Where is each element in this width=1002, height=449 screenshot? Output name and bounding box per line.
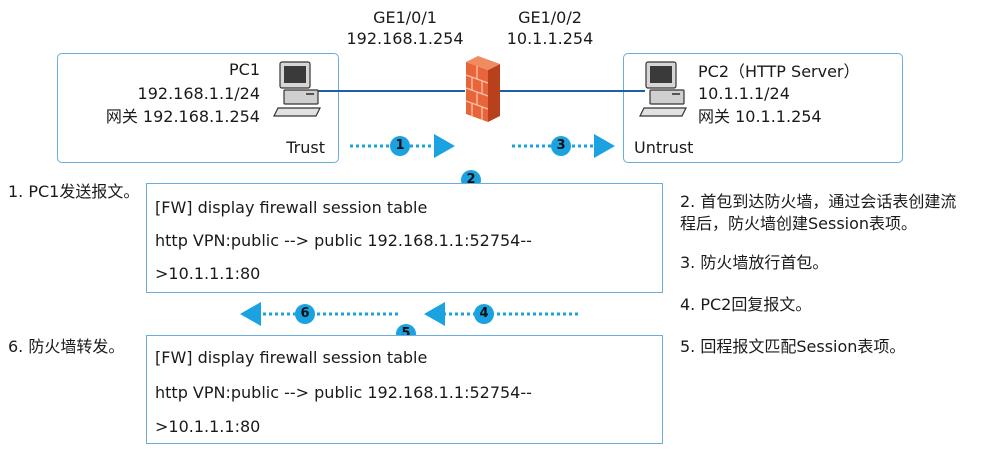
interface-ge1-0-2-ip: 10.1.1.254 <box>506 29 594 48</box>
pc1-gateway: 网关 192.168.1.254 <box>105 107 260 126</box>
step-1-text: 1. PC1发送报文。 <box>8 182 140 201</box>
interface-ge1-0-1-name: GE1/0/1 <box>373 8 437 27</box>
step-2-text-line2: 程后，防火墙创建Session表项。 <box>680 214 918 233</box>
step-badge-6: 6 <box>295 304 315 324</box>
step-badge-1: 1 <box>390 136 410 156</box>
computer-icon-pc1 <box>273 61 321 117</box>
pc1-name: PC1 <box>229 60 260 79</box>
pc2-ip: 10.1.1.1/24 <box>698 84 790 103</box>
step-5-text: 5. 回程报文匹配Session表项。 <box>680 337 906 356</box>
step-2-text-line1: 2. 首包到达防火墙，通过会话表创建流 <box>680 192 957 211</box>
session-box-2-entry-cont: >10.1.1.1:80 <box>155 417 261 436</box>
session-table-box-1: [FW] display firewall session table http… <box>146 183 663 293</box>
step-6-text: 6. 防火墙转发。 <box>8 337 125 356</box>
trust-zone-label: Trust <box>286 138 325 157</box>
pc2-gateway: 网关 10.1.1.254 <box>698 107 822 126</box>
session-box-1-command: [FW] display firewall session table <box>155 198 428 217</box>
step-3-text: 3. 防火墙放行首包。 <box>680 253 829 272</box>
session-box-1-entry: http VPN:public --> public 192.168.1.1:5… <box>155 231 532 250</box>
pc1-ip: 192.168.1.1/24 <box>137 84 260 103</box>
step-badge-4: 4 <box>474 304 494 324</box>
untrust-zone-label: Untrust <box>634 138 694 157</box>
pc2-name: PC2（HTTP Server） <box>698 62 860 81</box>
step-badge-3: 3 <box>551 136 571 156</box>
step-4-text: 4. PC2回复报文。 <box>680 295 812 314</box>
session-box-1-entry-cont: >10.1.1.1:80 <box>155 264 261 283</box>
interface-ge1-0-1-ip: 192.168.1.254 <box>346 29 464 48</box>
session-box-2-entry: http VPN:public --> public 192.168.1.1:5… <box>155 383 532 402</box>
firewall-icon <box>465 56 500 122</box>
interface-ge1-0-2-name: GE1/0/2 <box>518 8 582 27</box>
session-box-2-command: [FW] display firewall session table <box>155 348 428 367</box>
session-table-box-2: [FW] display firewall session table http… <box>146 335 663 444</box>
computer-icon-pc2 <box>639 61 687 117</box>
